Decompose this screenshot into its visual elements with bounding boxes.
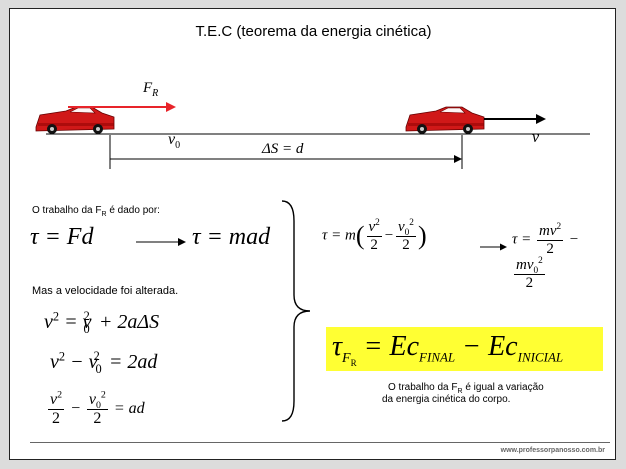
brace-icon bbox=[281, 200, 311, 422]
footer-divider bbox=[30, 442, 610, 443]
theorem-equation: τFR = EcFINAL − EcINICIAL bbox=[332, 331, 564, 368]
slide: T.E.C (teorema da energia cinética) bbox=[9, 8, 616, 460]
eq-velocity-diff: v2 − v02 = 2ad bbox=[50, 349, 158, 376]
slide-title: T.E.C (teorema da energia cinética) bbox=[195, 23, 432, 40]
final-velocity-label: v bbox=[532, 129, 540, 146]
theorem-caption-line2: da energia cinética do corpo. bbox=[382, 394, 511, 405]
car-left-icon bbox=[35, 106, 115, 134]
velocity-note: Mas a velocidade foi alterada. bbox=[32, 285, 179, 297]
footer-url[interactable]: www.professorpanosso.com.br bbox=[500, 447, 605, 454]
motion-diagram bbox=[35, 102, 590, 169]
eq-torricelli: v2 = v02 + 2aΔS bbox=[44, 309, 160, 336]
initial-velocity-label: v0 bbox=[168, 131, 181, 152]
eq-work-force: τ = Fd bbox=[30, 224, 94, 250]
work-definition-text: O trabalho da FR é dado por: bbox=[32, 205, 160, 218]
car-right-icon bbox=[405, 106, 485, 134]
eq-work-mad: τ = mad bbox=[192, 224, 271, 250]
theorem-caption-line1: O trabalho da FR é igual a variação bbox=[388, 382, 544, 395]
force-label: FR bbox=[143, 80, 159, 99]
theorem-caption: O trabalho da FR é igual a variação da e… bbox=[382, 382, 544, 406]
theorem-highlight-box bbox=[326, 327, 603, 371]
implies-arrow-icon bbox=[136, 238, 186, 246]
displacement-label: ΔS = d bbox=[262, 141, 304, 157]
implies-arrow-2-icon bbox=[480, 243, 507, 251]
